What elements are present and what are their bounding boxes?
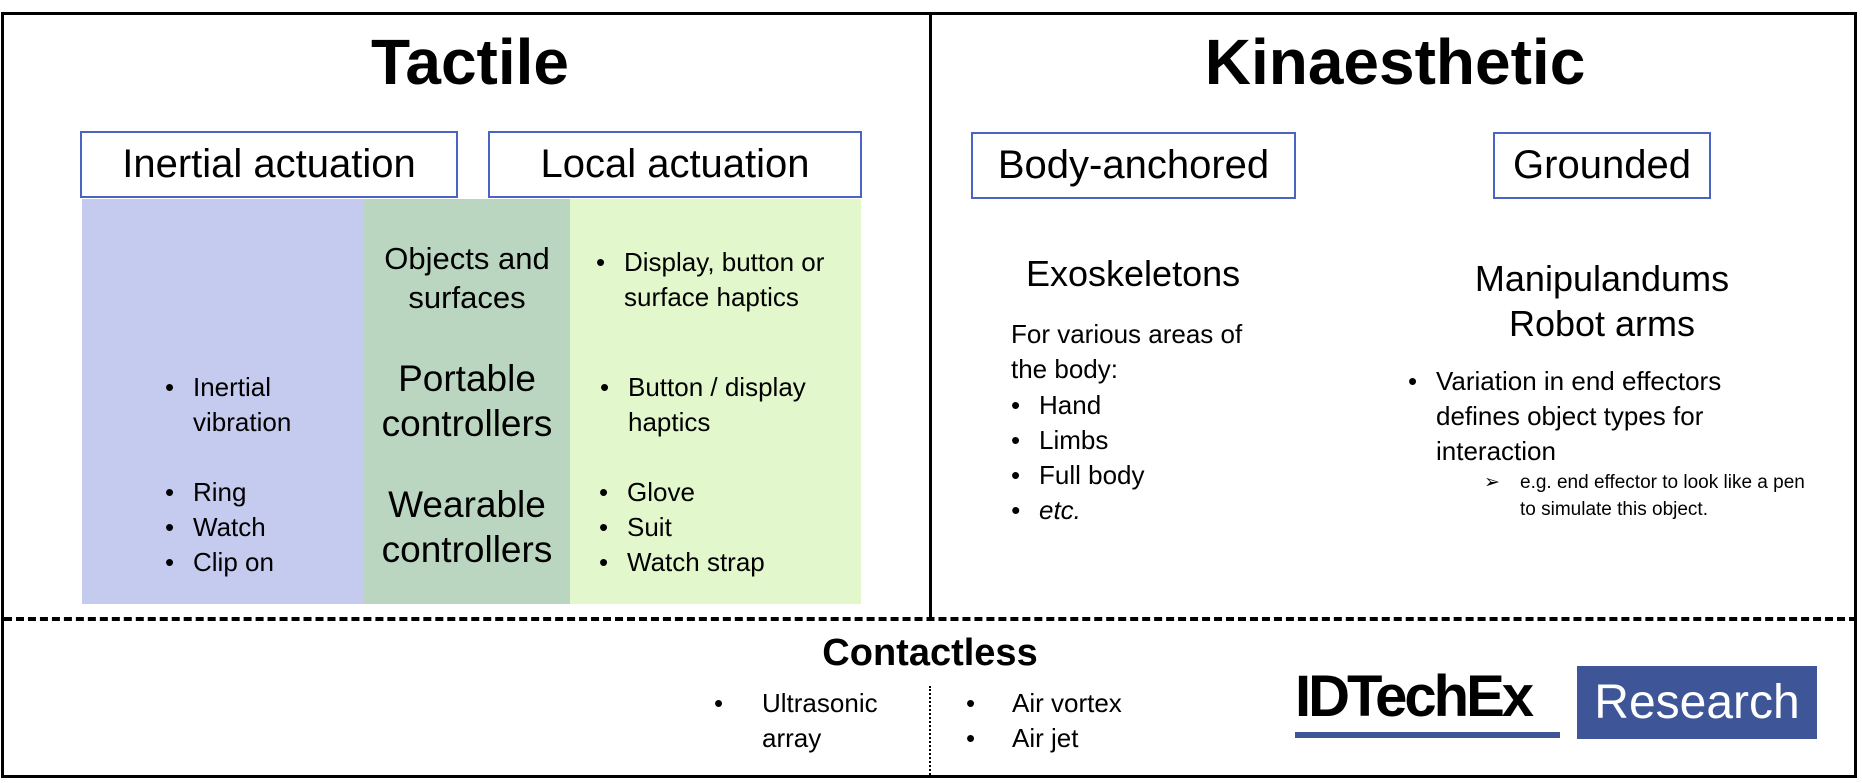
research-logo-badge: Research (1577, 666, 1817, 739)
list-item: Glove (599, 475, 839, 510)
grounded-heading-1: Manipulandums (1474, 258, 1730, 299)
body-anchored-box: Body-anchored (971, 132, 1296, 199)
local-objects-list: Display, button or surface haptics (596, 245, 858, 315)
list-item: Variation in end effectors defines objec… (1408, 364, 1768, 469)
contactless-title: Contactless (822, 632, 1038, 674)
list-item: Clip on (165, 545, 345, 580)
list-item: Air jet (966, 721, 1166, 756)
contactless-dashed-divider (4, 617, 1857, 621)
grounded-sub-bullet: ➢ e.g. end effector to look like a pen t… (1484, 470, 1820, 523)
sub-bullet-text: e.g. end effector to look like a pen to … (1520, 472, 1805, 520)
tactile-kinaesthetic-divider (929, 12, 932, 620)
list-item: Air vortex (966, 686, 1166, 721)
list-item: Suit (599, 510, 839, 545)
local-wearable-list: Glove Suit Watch strap (599, 475, 839, 580)
list-item: Limbs (1011, 423, 1251, 458)
idtechex-logo-underline (1295, 732, 1560, 738)
exoskeleton-intro: For various areas of the body: (1011, 319, 1243, 385)
kinaesthetic-title: Kinaesthetic (1204, 26, 1586, 98)
row-label-wearable-controllers: Wearable controllers (381, 484, 553, 571)
list-item: Full body (1011, 458, 1251, 493)
tactile-title: Tactile (371, 26, 569, 98)
local-portable-list: Button / display haptics (600, 370, 840, 440)
row-label-portable-controllers: Portable controllers (381, 358, 553, 445)
inertial-actuation-box: Inertial actuation (80, 131, 458, 198)
list-item: Ultrasonic array (714, 686, 904, 756)
exoskeleton-list: Hand Limbs Full body etc. (1011, 388, 1251, 528)
inertial-portable-list: Inertial vibration (165, 370, 345, 440)
local-actuation-box: Local actuation (488, 131, 862, 198)
contactless-right-list: Air vortex Air jet (966, 686, 1166, 756)
category-band (364, 199, 570, 604)
list-item: etc. (1011, 493, 1251, 528)
list-item: Button / display haptics (600, 370, 840, 440)
list-item: Hand (1011, 388, 1251, 423)
arrow-bullet-icon: ➢ (1484, 472, 1500, 493)
grounded-box: Grounded (1493, 132, 1711, 199)
list-item: Inertial vibration (165, 370, 345, 440)
grounded-heading-2: Robot arms (1508, 303, 1696, 344)
grounded-list: Variation in end effectors defines objec… (1408, 364, 1768, 469)
inertial-wearable-list: Ring Watch Clip on (165, 475, 345, 580)
list-item: Display, button or surface haptics (596, 245, 858, 315)
list-item: Watch strap (599, 545, 839, 580)
idtechex-logo-text: IDTechEx (1295, 664, 1534, 729)
exoskeletons-heading: Exoskeletons (1026, 253, 1241, 294)
row-label-objects-surfaces: Objects and surfaces (384, 241, 550, 315)
contactless-dotted-divider (929, 686, 931, 778)
list-item: Ring (165, 475, 345, 510)
list-item: Watch (165, 510, 345, 545)
contactless-left-list: Ultrasonic array (714, 686, 904, 756)
